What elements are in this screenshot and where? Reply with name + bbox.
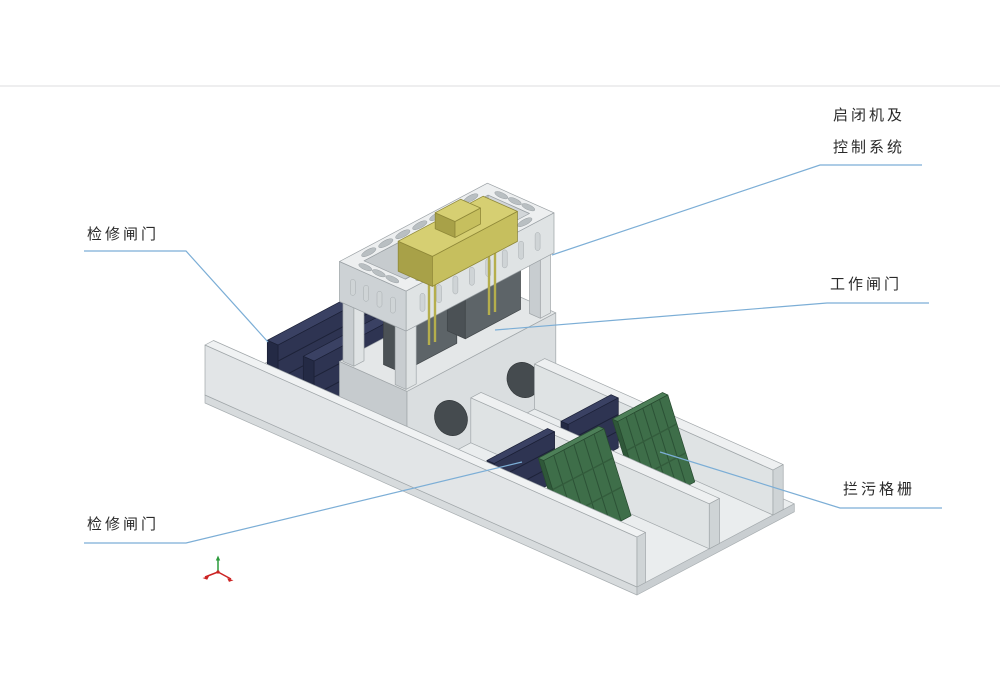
label-working-gate: 工作闸门	[830, 276, 903, 293]
callout-line-trash-rack	[659, 451, 942, 509]
label-maintenance-gate-upper: 检修闸门	[87, 226, 160, 243]
slot-hole	[518, 240, 524, 260]
axis-origin	[216, 570, 220, 574]
orientation-axes	[202, 555, 234, 582]
callout-line-hoist	[551, 164, 922, 256]
slot-hole	[390, 296, 396, 314]
slot-hole	[378, 238, 394, 248]
conduit-opening-left	[434, 400, 468, 436]
slot-hole	[350, 279, 356, 296]
rack-bars	[625, 399, 687, 505]
label-maintenance-gate-lower: 检修闸门	[87, 516, 160, 533]
callout-lines	[84, 164, 942, 544]
slot-hole	[452, 275, 459, 295]
axis-x	[204, 571, 219, 578]
slot-hole	[494, 191, 509, 200]
axis-y-arrow	[227, 578, 234, 582]
slot-hole	[534, 232, 541, 251]
slot-hole	[501, 249, 508, 269]
gantry-front-legs	[342, 295, 417, 390]
callout-line-maintenance-lower	[84, 461, 523, 544]
label-hoist-control-system: 启闭机及 控制系统	[833, 107, 905, 156]
slot-hole	[419, 293, 426, 312]
axis-y	[217, 571, 232, 580]
slot-hole	[361, 247, 377, 257]
hoist-unit	[397, 195, 518, 287]
slot-hole	[376, 290, 383, 308]
left-training-wall	[204, 340, 646, 588]
slot-hole	[358, 263, 373, 272]
slot-hole	[395, 229, 411, 239]
label-trash-rack: 拦污格栅	[843, 481, 916, 498]
base-right-face	[636, 503, 795, 596]
axis-z-arrow	[215, 555, 221, 561]
slot-hole	[436, 284, 442, 303]
slot-hole	[363, 285, 369, 302]
axis-x-arrow	[202, 576, 209, 580]
label-hoist-line2: 控制系统	[833, 139, 906, 156]
slot-hole	[508, 197, 522, 206]
wall-end-face	[636, 532, 646, 588]
slot-hole	[372, 269, 386, 278]
slot-hole	[385, 275, 400, 284]
wall-end-face	[708, 498, 720, 550]
wall-end-face	[772, 464, 784, 516]
lift-rods	[427, 245, 497, 345]
callout-line-maintenance-upper	[84, 250, 269, 343]
slot-hole	[469, 267, 475, 286]
slot-hole	[412, 220, 428, 230]
scene-3d	[202, 182, 795, 596]
hoist-motor-top	[434, 198, 481, 222]
callout-line-working-gate	[494, 302, 929, 331]
slot-hole	[521, 203, 536, 212]
label-hoist-line1: 启闭机及	[833, 107, 906, 124]
